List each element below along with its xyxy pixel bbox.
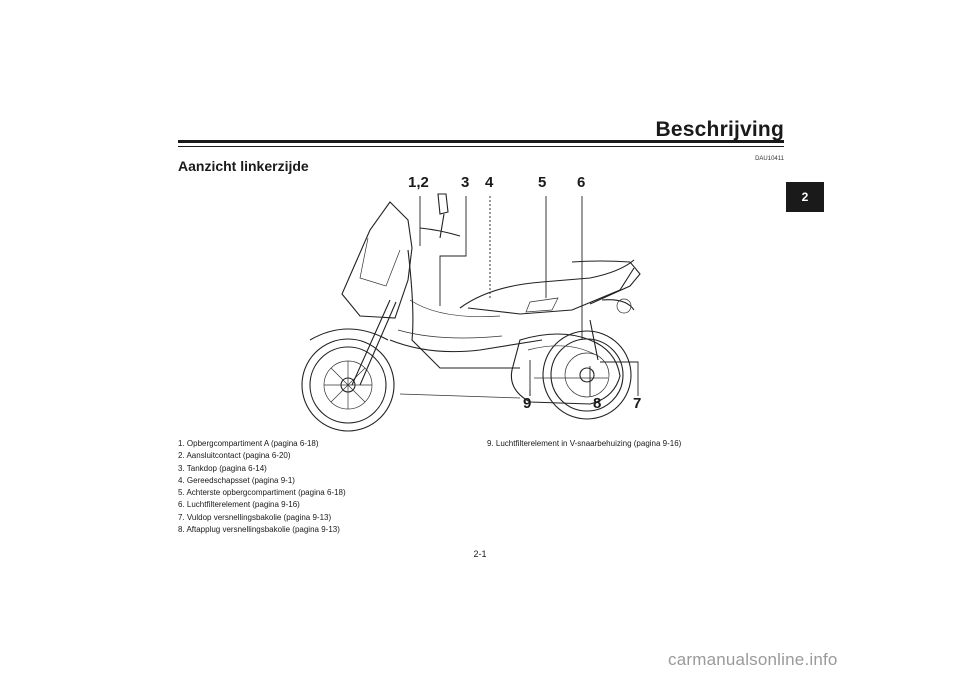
legend-item: 9. Luchtfilterelement in V-snaarbehuizin… [487,439,682,448]
front-wheel [301,338,395,432]
page-number: 2-1 [473,549,487,559]
legend-item: 8. Aftapplug versnellingsbakolie (pagina… [178,525,340,535]
scooter-illustration [301,193,641,432]
legend-item: 4. Gereedschapsset (pagina 9-1) [178,475,295,485]
legend-item: 3. Tankdop (pagina 6-14) [178,463,267,473]
callout-9: 9 [523,395,532,412]
reference-code: DAU10411 [755,156,784,162]
legend-item: 1. Opbergcompartiment A (pagina 6-18) [178,439,319,448]
legend-item: 6. Luchtfilterelement (pagina 9-16) [178,500,300,510]
callout-6: 6 [577,174,586,191]
rear-wheel [542,330,632,420]
callout-4: 4 [485,174,494,191]
legend-item: 2. Aansluitcontact (pagina 6-20) [178,451,291,461]
chapter-title: Beschrijving [655,118,784,141]
legend-right: 9. Luchtfilterelement in V-snaarbehuizin… [487,438,681,450]
callout-7: 7 [633,395,642,412]
legend-left: 1. Opbergcompartiment A (pagina 6-18) 2.… [178,438,346,536]
legend-item: 5. Achterste opbergcompartiment (pagina … [178,488,346,498]
watermark: carmanualsonline.info [668,650,838,669]
callout-3: 3 [461,174,470,191]
chapter-tab[interactable]: 2 [786,182,824,212]
callout-1-2: 1,2 [408,174,429,191]
legend-item: 7. Vuldop versnellingsbakolie (pagina 9-… [178,512,332,522]
callout-5: 5 [538,174,547,191]
callout-leaders [419,196,639,396]
header-rule-thin [178,146,784,147]
callout-8: 8 [593,395,602,412]
section-title: Aanzicht linkerzijde [178,158,309,174]
chapter-tab-label: 2 [801,190,809,204]
header-rule-thick [178,140,784,143]
